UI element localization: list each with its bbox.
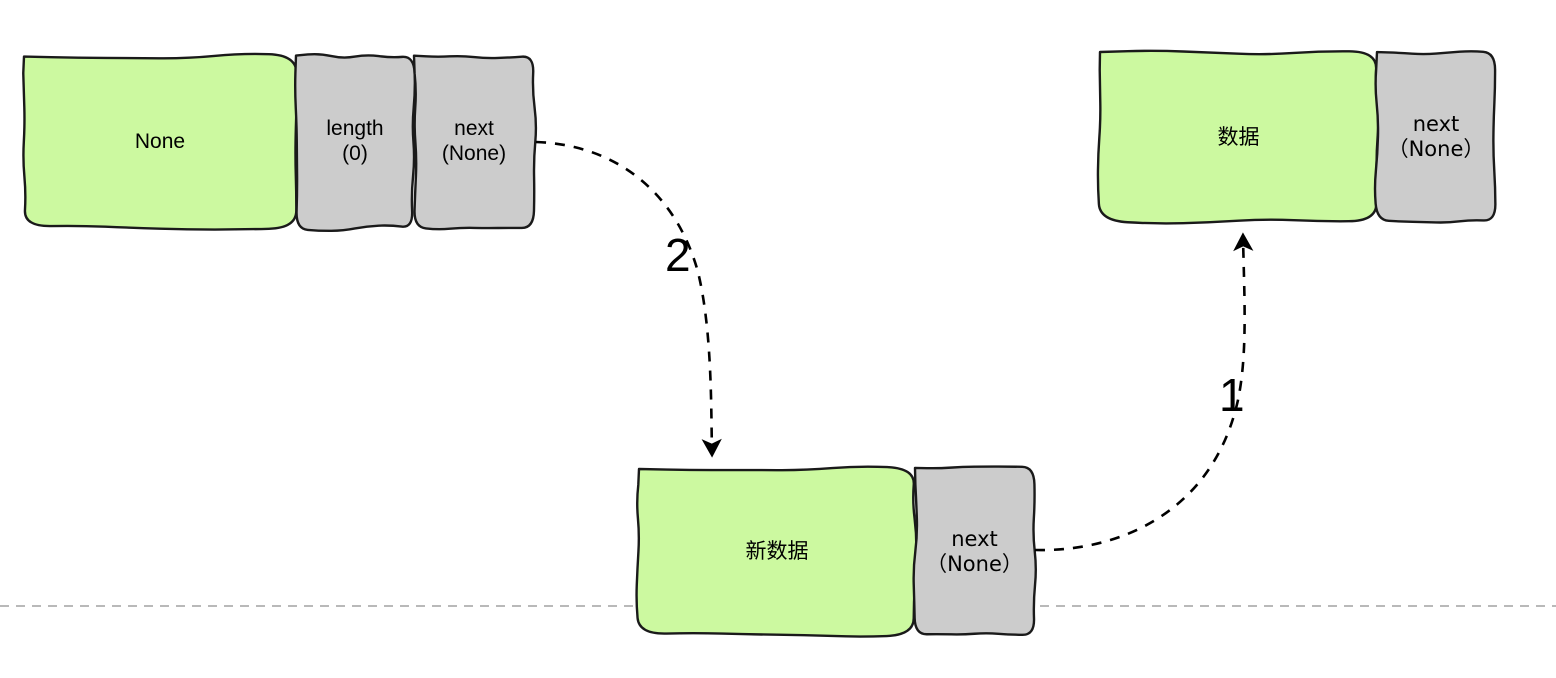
edges-group [535, 140, 1254, 552]
new-data-node[interactable] [635, 465, 1037, 638]
head-next-cell-label: next (None) [441, 117, 507, 165]
head-length-cell[interactable] [294, 52, 417, 233]
edge-head-next-to-new-node[interactable] [535, 140, 722, 458]
existing-next-cell-label: next （None） [1387, 112, 1485, 161]
new-data-cell[interactable] [635, 465, 918, 638]
head-node[interactable] [22, 52, 538, 233]
edge-new-next-to-existing-node[interactable] [1034, 232, 1254, 552]
head-next-cell[interactable] [412, 54, 538, 231]
head-data-cell-label: None [134, 129, 186, 153]
head-length-cell-label: length (0) [326, 117, 384, 165]
edge-head-next-to-new-node-order-label: 2 [665, 229, 691, 281]
existing-data-cell-label: 数据 [1217, 124, 1260, 149]
new-next-cell-label: next （None） [926, 526, 1023, 576]
new-data-cell-label: 新数据 [745, 539, 809, 564]
nodes-group [22, 49, 1497, 638]
edge-new-next-to-existing-node-order-label: 1 [1219, 369, 1245, 421]
new-next-cell[interactable] [912, 465, 1037, 637]
existing-data-node[interactable] [1096, 49, 1497, 225]
existing-next-cell[interactable] [1373, 50, 1497, 224]
head-data-cell[interactable] [22, 52, 299, 231]
existing-data-cell[interactable] [1096, 49, 1380, 225]
